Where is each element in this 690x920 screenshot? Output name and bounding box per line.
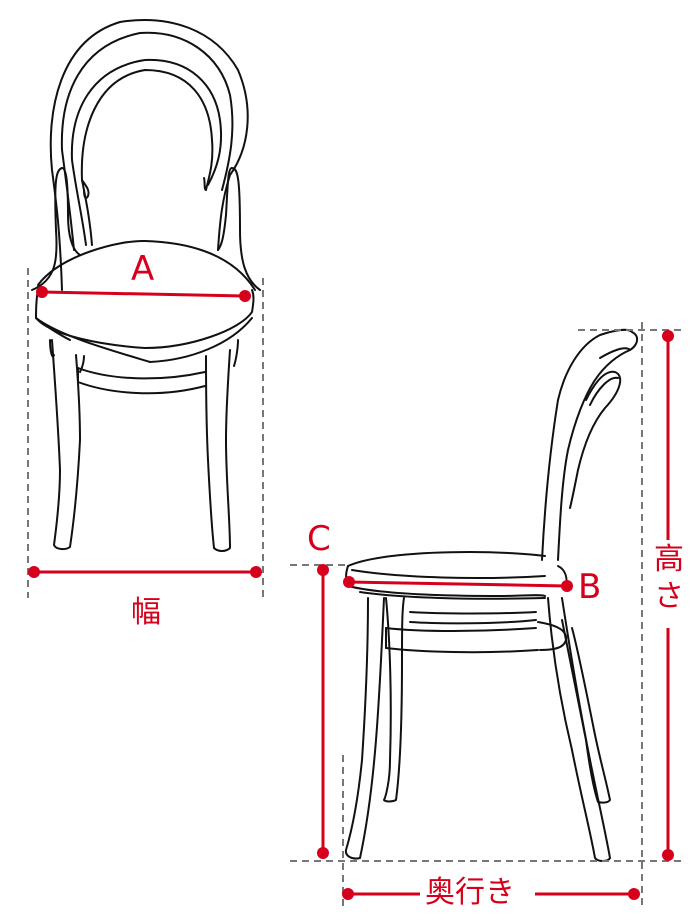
label-depth: 奥行き: [425, 875, 515, 910]
label-seat-height: C: [307, 519, 331, 559]
seat-depth-line: [348, 580, 568, 588]
label-seat-depth: B: [578, 567, 602, 607]
front-view-chair: [31, 19, 261, 552]
label-width: 幅: [131, 595, 161, 630]
seat-width-line: [41, 290, 246, 298]
label-height-char-2: さ: [654, 579, 684, 614]
measurement-lines: [28, 286, 674, 900]
label-height-char-1: 高: [654, 542, 684, 577]
dashed-guides: [27, 268, 686, 908]
label-seat-width: A: [131, 249, 155, 289]
